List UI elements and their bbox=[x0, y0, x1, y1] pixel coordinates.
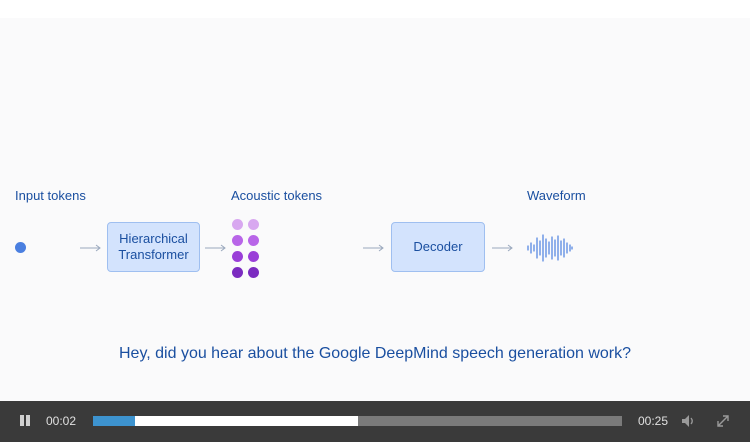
acoustic-token-dot bbox=[232, 235, 243, 246]
decoder-box: Decoder bbox=[391, 222, 485, 272]
acoustic-token-dot bbox=[248, 251, 259, 262]
subtitle-caption: Hey, did you hear about the Google DeepM… bbox=[118, 345, 632, 362]
waveform-icon bbox=[527, 234, 573, 262]
arrow-right-icon bbox=[492, 244, 513, 252]
acoustic-token-dot bbox=[232, 251, 243, 262]
seek-bar[interactable] bbox=[93, 416, 622, 426]
pause-button[interactable] bbox=[15, 413, 33, 429]
arrow-right-icon bbox=[363, 244, 384, 252]
acoustic-tokens-label: Acoustic tokens bbox=[231, 188, 323, 203]
fullscreen-button[interactable] bbox=[714, 412, 732, 430]
acoustic-token-dot bbox=[248, 267, 259, 278]
arrow-right-icon bbox=[80, 244, 101, 252]
waveform-label: Waveform bbox=[527, 188, 586, 203]
hierarchical-transformer-box: Hierarchical Transformer bbox=[107, 222, 200, 272]
input-tokens-label: Input tokens bbox=[15, 188, 86, 203]
decoder-text: Decoder bbox=[413, 239, 463, 254]
current-time: 00:02 bbox=[46, 414, 77, 428]
video-frame[interactable] bbox=[0, 18, 750, 401]
fullscreen-icon bbox=[717, 415, 729, 427]
speaker-icon bbox=[682, 415, 693, 427]
acoustic-token-grid bbox=[231, 218, 261, 278]
acoustic-token-dot bbox=[248, 235, 259, 246]
volume-button[interactable] bbox=[679, 412, 697, 430]
acoustic-token-dot bbox=[232, 267, 243, 278]
player-control-bar: 00:02 00:25 bbox=[0, 401, 750, 442]
acoustic-token-dot bbox=[232, 219, 243, 230]
buffered-progress bbox=[93, 416, 358, 426]
duration-time: 00:25 bbox=[638, 414, 669, 428]
input-token-dot bbox=[15, 242, 26, 253]
arrow-right-icon bbox=[205, 244, 226, 252]
hierarchical-transformer-text: Hierarchical Transformer bbox=[118, 231, 189, 262]
acoustic-token-dot bbox=[248, 219, 259, 230]
played-progress bbox=[93, 416, 135, 426]
